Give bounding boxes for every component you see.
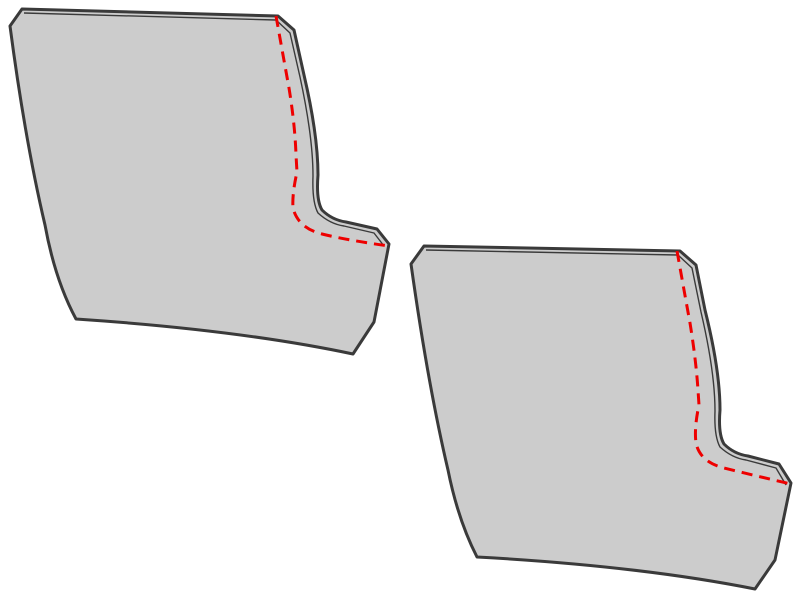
piece-1-seam-line — [274, 15, 390, 248]
piece-2-outline — [409, 244, 793, 591]
pattern-piece-2[interactable] — [409, 244, 793, 591]
pattern-piece-1[interactable] — [8, 7, 391, 356]
piece-1-outline — [8, 7, 391, 356]
piece-2-seam-line — [675, 250, 792, 486]
piece-2-inner-edge — [425, 249, 787, 486]
piece-1-inner-edge — [23, 12, 385, 247]
